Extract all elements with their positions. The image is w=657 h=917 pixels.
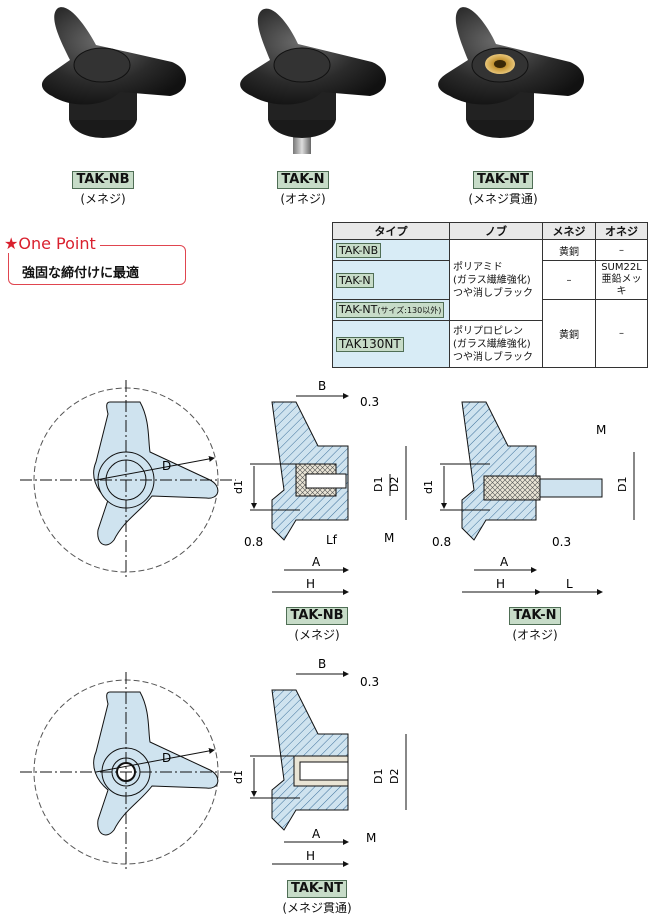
type-code: TAK130NT [336, 336, 404, 352]
caption-tak-n: TAK-N (オネジ) [258, 171, 348, 207]
caption-sub: (メネジ) [294, 628, 340, 642]
photo-tak-n [240, 8, 387, 154]
dim-gap: 0.3 [360, 675, 379, 689]
male-cell: – [595, 299, 648, 368]
dim-H: H [306, 849, 315, 863]
dim-M: M [596, 423, 606, 437]
caption-sub: (メネジ貫通) [282, 901, 352, 915]
knob-line: ポリプロピレン [453, 325, 523, 337]
male-line: 亜鉛メッキ [601, 274, 642, 297]
knob-line: ポリアミド [453, 261, 503, 273]
type-code: TAK-N [336, 272, 374, 288]
knob-line: つや消しブラック [453, 287, 533, 299]
caption-sub: (メネジ貫通) [468, 192, 538, 206]
type-cell: TAK130NT [332, 320, 450, 368]
dim-d1: d1 [422, 480, 435, 494]
knob-material-b: ポリプロピレン (ガラス繊維強化) つや消しブラック [449, 320, 543, 368]
section-tak-n: d1 M D1 0.8 0.3 A H L [422, 401, 635, 595]
dim-D: D [162, 751, 171, 765]
type-note: (サイズ:130以外) [377, 306, 442, 315]
type-code: TAK-NB [336, 242, 382, 258]
technical-drawings: D d1 B 0.3 D1 D2 0.8 Lf M A H d1 M D1 [20, 380, 635, 870]
dim-B: B [318, 380, 326, 393]
knob-material-a: ポリアミド (ガラス繊維強化) つや消しブラック [449, 239, 543, 321]
dim-H: H [496, 577, 505, 591]
model-code: TAK-N [509, 607, 561, 625]
type-cell: TAK-NT(サイズ:130以外) [332, 299, 450, 321]
photo-tak-nt [438, 7, 585, 138]
section-tak-nt: d1 B 0.3 D1 D2 M A H [232, 657, 407, 867]
dim-D1: D1 [616, 477, 629, 492]
caption-tak-nb: TAK-NB (メネジ) [58, 171, 148, 207]
spec-table: タイプ ノブ メネジ オネジ TAK-NB ポリアミド (ガラス繊維強化) つや… [332, 222, 648, 368]
female-cell: 黄銅 [542, 239, 596, 261]
dim-d1: d1 [232, 770, 245, 784]
knob-line: (ガラス繊維強化) [453, 274, 531, 286]
male-line: SUM22L [601, 262, 642, 273]
dim-M: M [366, 831, 376, 845]
model-code: TAK-N [277, 171, 329, 189]
header-male: オネジ [595, 222, 648, 240]
dim-H: H [306, 577, 315, 591]
drawing-caption-tak-nb: TAK-NB (メネジ) [272, 607, 362, 643]
model-code: TAK-NB [286, 607, 348, 625]
caption-sub: (オネジ) [512, 628, 558, 642]
dim-chamfer: 0.8 [432, 535, 451, 549]
dim-D2: D2 [388, 477, 401, 492]
type-cell: TAK-N [332, 260, 450, 300]
type-code-text: TAK-NT [339, 303, 378, 316]
knob-line: (ガラス繊維強化) [453, 338, 531, 350]
female-cell: 黄銅 [542, 299, 596, 368]
dim-gap: 0.3 [552, 535, 571, 549]
one-point-text: 強固な締付けに最適 [22, 266, 140, 281]
caption-sub: (メネジ) [80, 192, 126, 206]
dim-A: A [312, 555, 321, 569]
male-cell: – [595, 239, 648, 261]
dim-A: A [312, 827, 321, 841]
dim-M: M [384, 531, 394, 545]
photo-tak-nb [41, 7, 187, 138]
dim-L: L [566, 577, 573, 591]
male-cell: SUM22L 亜鉛メッキ [595, 260, 648, 300]
dim-D1: D1 [372, 477, 385, 492]
header-female: メネジ [542, 222, 596, 240]
knob-line: つや消しブラック [453, 351, 533, 363]
dim-D2: D2 [388, 769, 401, 784]
model-code: TAK-NT [286, 880, 347, 898]
dim-Lf: Lf [326, 533, 338, 547]
dim-chamfer: 0.8 [244, 535, 263, 549]
dim-d1: d1 [232, 480, 245, 494]
caption-sub: (オネジ) [280, 192, 326, 206]
drawing-caption-tak-n: TAK-N (オネジ) [490, 607, 580, 643]
type-code: TAK-NT(サイズ:130以外) [336, 302, 445, 318]
header-knob: ノブ [449, 222, 543, 240]
caption-tak-nt: TAK-NT (メネジ貫通) [448, 171, 558, 207]
one-point-title: ★One Point [4, 234, 100, 253]
dim-A: A [500, 555, 509, 569]
dim-gap: 0.3 [360, 395, 379, 409]
section-tak-nb: d1 B 0.3 D1 D2 0.8 Lf M A H [232, 380, 407, 595]
type-cell: TAK-NB [332, 239, 450, 261]
header-type: タイプ [332, 222, 450, 240]
model-code: TAK-NT [472, 171, 533, 189]
dim-D1: D1 [372, 769, 385, 784]
model-code: TAK-NB [72, 171, 134, 189]
dim-B: B [318, 657, 326, 671]
dim-D: D [162, 459, 171, 473]
top-view-tak-nt: D [20, 672, 236, 870]
product-photos [41, 7, 585, 154]
top-view-tak-nb: D [20, 380, 236, 580]
drawing-caption-tak-nt: TAK-NT (メネジ貫通) [262, 880, 372, 916]
female-cell: – [542, 260, 596, 300]
